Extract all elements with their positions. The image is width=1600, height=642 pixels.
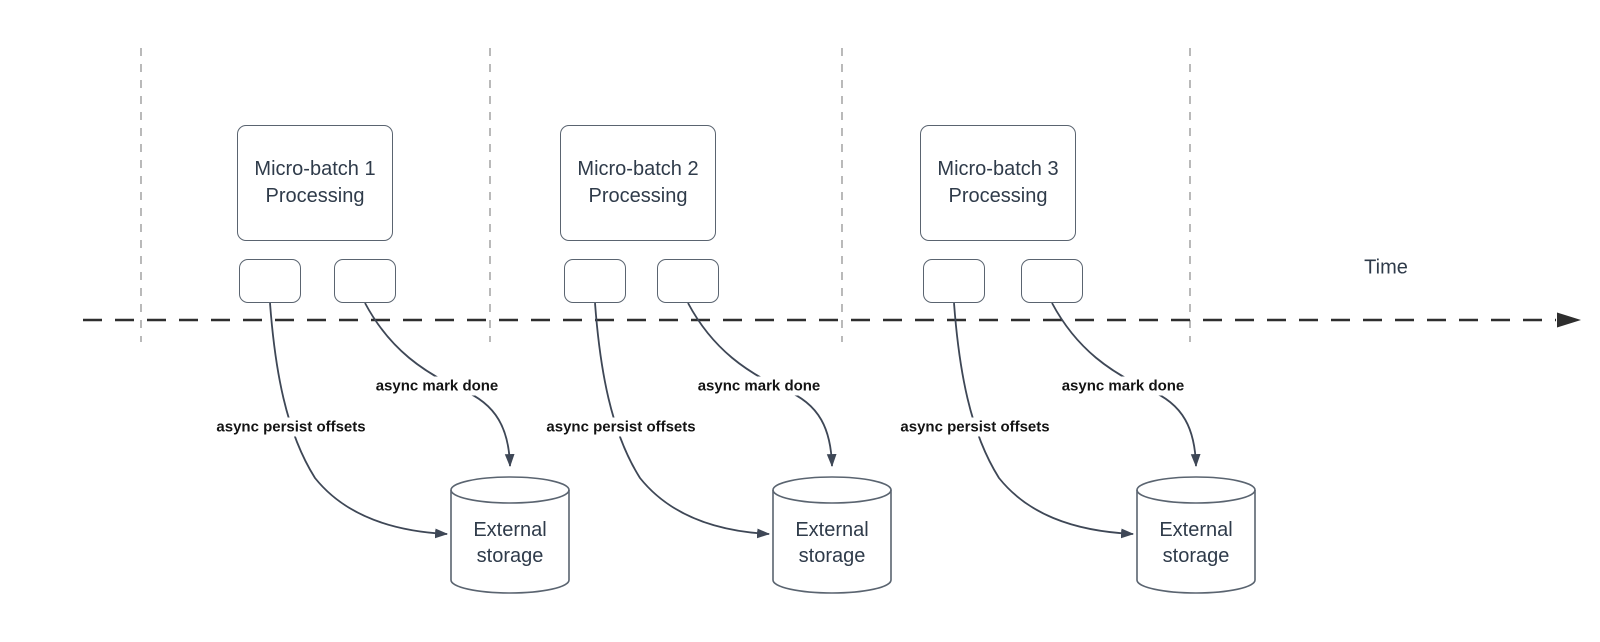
external-storage-cylinder-1 xyxy=(450,476,570,594)
external-storage-label-3: External storage xyxy=(1159,519,1233,567)
persist-offsets-label-2: async persist offsets xyxy=(543,417,699,437)
time-axis-label: Time xyxy=(1364,256,1408,279)
persist-offsets-label-3: async persist offsets xyxy=(897,417,1053,437)
mark-done-label-1: async mark done xyxy=(372,376,502,396)
persist-offsets-arrow-2 xyxy=(594,302,771,539)
time-axis-arrowhead-icon xyxy=(1557,312,1581,328)
persist-offsets-arrow-1 xyxy=(269,302,449,539)
external-storage-label-1: External storage xyxy=(473,519,547,567)
micro-batch-2-processing-label: Micro-batch 2 Processing xyxy=(577,158,699,207)
mark-done-label-3: async mark done xyxy=(1058,376,1188,396)
micro-batch-1-processing-box: Micro-batch 1 Processing xyxy=(237,125,393,241)
micro-batch-3-subtask-box-left xyxy=(923,259,985,303)
persist-offsets-label-1: async persist offsets xyxy=(213,417,369,437)
persist-offsets-arrow-3 xyxy=(953,302,1135,539)
micro-batch-3-processing-label: Micro-batch 3 Processing xyxy=(937,158,1059,207)
micro-batch-1-processing-label: Micro-batch 1 Processing xyxy=(254,158,376,207)
micro-batch-2-subtask-box-left xyxy=(564,259,626,303)
mark-done-label-2: async mark done xyxy=(694,376,824,396)
micro-batch-2-subtask-box-right xyxy=(657,259,719,303)
external-storage-cylinder-2 xyxy=(772,476,892,594)
external-storage-cylinder-3 xyxy=(1136,476,1256,594)
micro-batch-1-subtask-box-left xyxy=(239,259,301,303)
micro-batch-3-processing-box: Micro-batch 3 Processing xyxy=(920,125,1076,241)
external-storage-label-2: External storage xyxy=(795,519,869,567)
micro-batch-1-subtask-box-right xyxy=(334,259,396,303)
micro-batch-2-processing-box: Micro-batch 2 Processing xyxy=(560,125,716,241)
micro-batch-3-subtask-box-right xyxy=(1021,259,1083,303)
